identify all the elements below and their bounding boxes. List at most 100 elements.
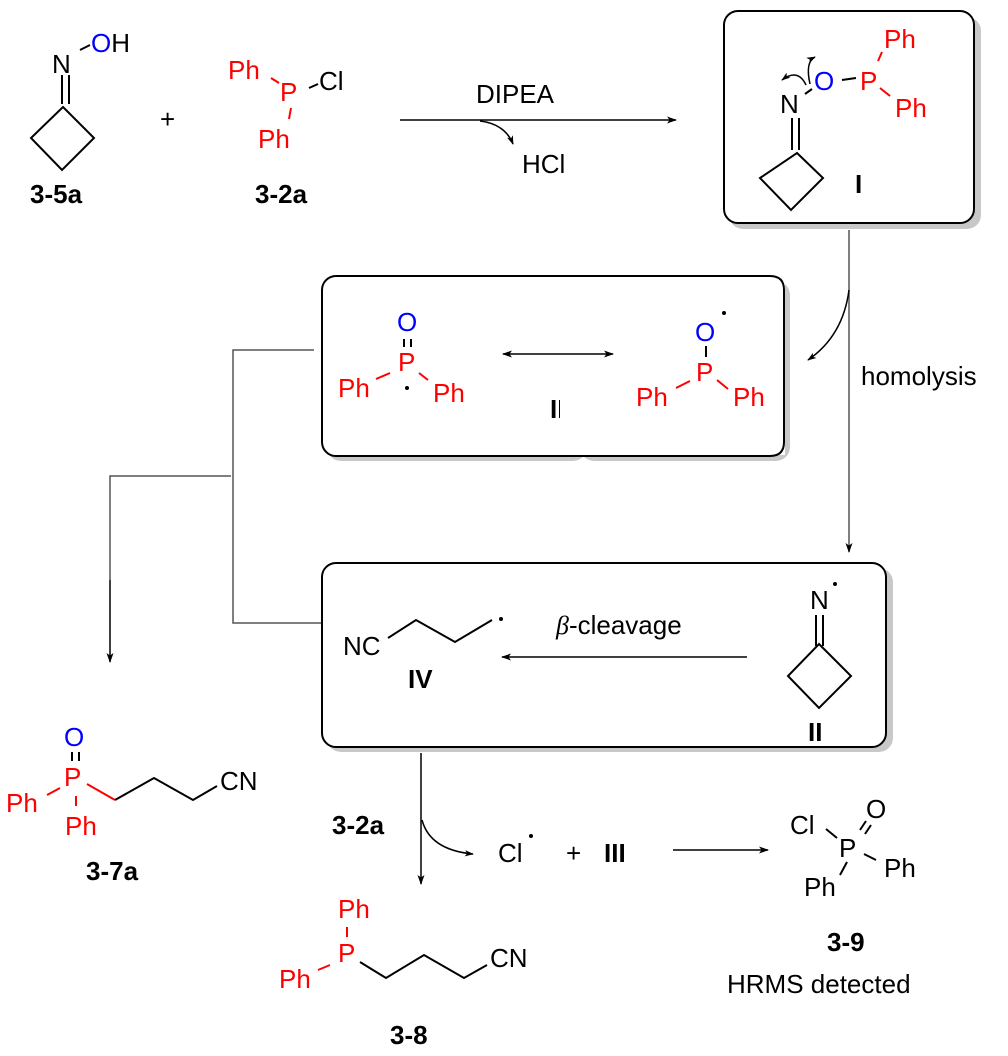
- atom-h: H: [111, 28, 130, 58]
- label-beta-cleavage: β-cleavage: [555, 610, 682, 640]
- atom-p: P: [860, 66, 877, 96]
- atom-cn: CN: [220, 766, 258, 796]
- atom-p: P: [64, 762, 81, 792]
- radical-dot: [833, 582, 837, 586]
- atom-p: P: [839, 833, 856, 863]
- connector-bracket: [232, 349, 322, 624]
- atom-n: N: [52, 49, 71, 79]
- homolysis-arrow: homolysis: [807, 230, 977, 553]
- alkyl-chain: [359, 953, 488, 980]
- intermediate-label-II: II: [808, 717, 822, 747]
- atom-ph: Ph: [884, 853, 916, 883]
- atom-o: O: [695, 317, 715, 347]
- note-hrms-detected: HRMS detected: [727, 969, 911, 999]
- atom-p: P: [696, 357, 713, 387]
- atom-ph: Ph: [636, 382, 668, 412]
- bond: [79, 44, 91, 51]
- box-frame: [321, 275, 583, 457]
- intermediate-box-III: O P Ph Ph III: [321, 275, 614, 461]
- atom-o: O: [866, 794, 886, 824]
- cyclobutane-ring: [29, 105, 96, 172]
- atom-ph: Ph: [733, 382, 765, 412]
- atom-o: O: [91, 28, 111, 58]
- label-homolysis: homolysis: [861, 361, 977, 391]
- bond: [418, 372, 429, 381]
- alkyl-chain: [387, 618, 493, 644]
- curved-arrow: [479, 120, 514, 145]
- compound-3-7a: O P Ph Ph CN 3-7a: [6, 722, 258, 886]
- bond: [879, 87, 891, 97]
- bond: [863, 853, 877, 861]
- bond: [841, 77, 857, 81]
- cl-radical: Cl: [498, 838, 523, 868]
- atom-ph: Ph: [804, 872, 836, 902]
- atom-p: P: [338, 938, 355, 968]
- bond: [804, 88, 813, 95]
- compound-label-3-5a: 3-5a: [30, 179, 83, 209]
- compound-3-9: Cl P O Ph Ph 3-9 HRMS detected: [727, 794, 916, 999]
- alkyl-chain: [114, 776, 218, 802]
- bond: [288, 107, 292, 120]
- double-bond: [859, 820, 867, 831]
- atom-ph: Ph: [65, 811, 97, 841]
- atom-ph: Ph: [338, 894, 370, 924]
- atom-o: O: [64, 722, 84, 752]
- atom-p: P: [280, 77, 297, 107]
- cyclobutane-ring: [786, 642, 853, 710]
- radical-dot: [499, 617, 503, 621]
- atom-n: N: [780, 89, 799, 119]
- electron-push-arrow: [806, 56, 816, 85]
- connector-to-3-7a: [109, 475, 231, 580]
- plus-sign: +: [160, 104, 175, 134]
- bond: [86, 783, 116, 801]
- atom-ph: Ph: [228, 55, 260, 85]
- cleavage-text: -cleavage: [569, 610, 682, 640]
- double-bond: [864, 824, 872, 835]
- atom-ph: Ph: [258, 124, 290, 154]
- atom-cl: Cl: [790, 810, 815, 840]
- connector-lines: [106, 349, 322, 663]
- atom-o: O: [814, 66, 834, 96]
- bond: [825, 828, 838, 839]
- reaction-arrow-to-3-8: 3-2a Cl + III: [332, 753, 769, 885]
- compound-label-3-7a: 3-7a: [86, 856, 139, 886]
- compound-3-5a: N OH 3-5a: [29, 28, 130, 209]
- bond: [375, 372, 391, 380]
- atom-nc: NC: [343, 631, 381, 661]
- radical-dot: [405, 386, 409, 390]
- bond: [675, 380, 691, 389]
- curved-arrow: [421, 819, 474, 857]
- box-frame: [560, 275, 785, 457]
- compound-3-2a: Ph P Cl Ph 3-2a: [228, 55, 344, 209]
- atom-ph: Ph: [895, 93, 927, 123]
- intermediate-ref-III: III: [604, 838, 626, 868]
- atom-ph: Ph: [884, 24, 916, 54]
- intermediate-label-I: I: [855, 169, 862, 199]
- bond: [46, 787, 61, 796]
- reaction-arrow-dipea: DIPEA HCl: [400, 79, 677, 179]
- intermediate-box-III-right: O P Ph Ph: [560, 275, 790, 461]
- plus-sign: +: [566, 838, 581, 868]
- byproduct-hcl: HCl: [522, 149, 565, 179]
- intermediate-box-IV-II: NC IV β-cleavage N II: [321, 562, 893, 752]
- intermediate-box-I: N O P Ph Ph I: [723, 10, 981, 229]
- atom-ph: Ph: [433, 378, 465, 408]
- bond: [716, 379, 729, 390]
- curved-arrow: [807, 289, 850, 361]
- compound-label-3-2a: 3-2a: [255, 179, 308, 209]
- box-frame: [723, 10, 975, 224]
- atom-oh: OH: [91, 28, 130, 58]
- electron-push-arrow: [781, 72, 807, 86]
- compound-label-3-8: 3-8: [390, 1020, 428, 1050]
- bond: [877, 51, 883, 62]
- atom-ph: Ph: [279, 964, 311, 994]
- box-frame: [321, 562, 887, 748]
- bond: [839, 861, 848, 876]
- compound-3-8: Ph P Ph CN 3-8: [279, 894, 528, 1050]
- reagent-dipea: DIPEA: [476, 79, 555, 109]
- atom-p: P: [398, 347, 415, 377]
- radical-dot: [529, 834, 533, 838]
- atom-ph: Ph: [338, 373, 370, 403]
- cyclobutane-ring: [758, 151, 825, 212]
